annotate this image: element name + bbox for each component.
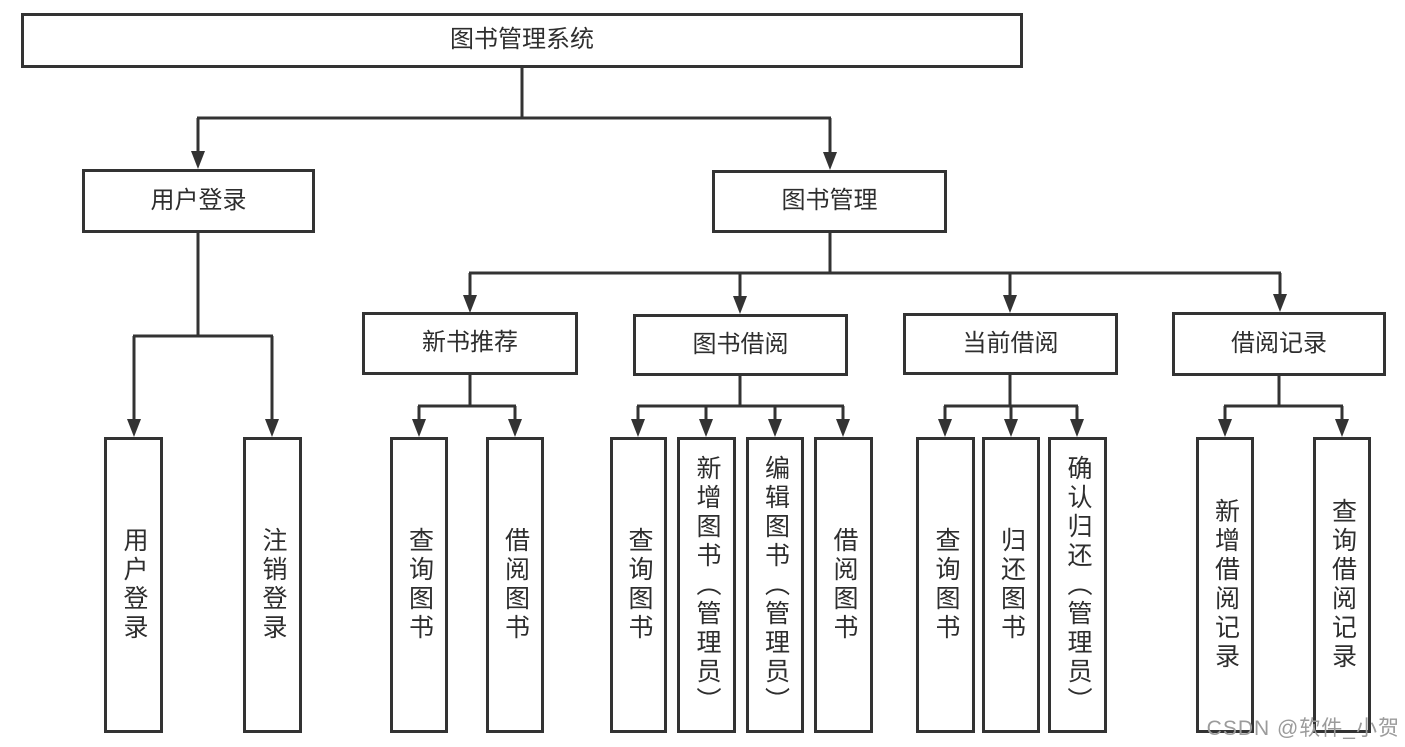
leaf-user-login: 用户登录	[104, 437, 163, 733]
node-new-book-recommend: 新书推荐	[362, 312, 578, 375]
node-book-borrow: 图书借阅	[633, 314, 848, 376]
leaf-borrow-book-1: 借阅图书	[486, 437, 544, 733]
node-book-management: 图书管理	[712, 170, 947, 233]
leaf-confirm-return-admin: 确认归还（管理员）	[1048, 437, 1107, 733]
leaf-borrow-book-2: 借阅图书	[814, 437, 873, 733]
leaf-add-book-admin: 新增图书（管理员）	[677, 437, 736, 733]
leaf-edit-book-admin: 编辑图书（管理员）	[746, 437, 804, 733]
leaf-return-book: 归还图书	[982, 437, 1040, 733]
leaf-query-book-1: 查询图书	[390, 437, 448, 733]
node-borrow-record: 借阅记录	[1172, 312, 1386, 376]
leaf-query-borrow-record: 查询借阅记录	[1313, 437, 1371, 733]
leaf-add-borrow-record: 新增借阅记录	[1196, 437, 1254, 733]
leaf-logout: 注销登录	[243, 437, 302, 733]
leaf-query-book-2: 查询图书	[610, 437, 667, 733]
node-user-login: 用户登录	[82, 169, 315, 233]
node-root: 图书管理系统	[21, 13, 1023, 68]
csdn-watermark: CSDN @软件_小贺同学	[1206, 717, 1400, 740]
leaf-query-book-3: 查询图书	[916, 437, 975, 733]
node-current-borrow: 当前借阅	[903, 313, 1118, 375]
